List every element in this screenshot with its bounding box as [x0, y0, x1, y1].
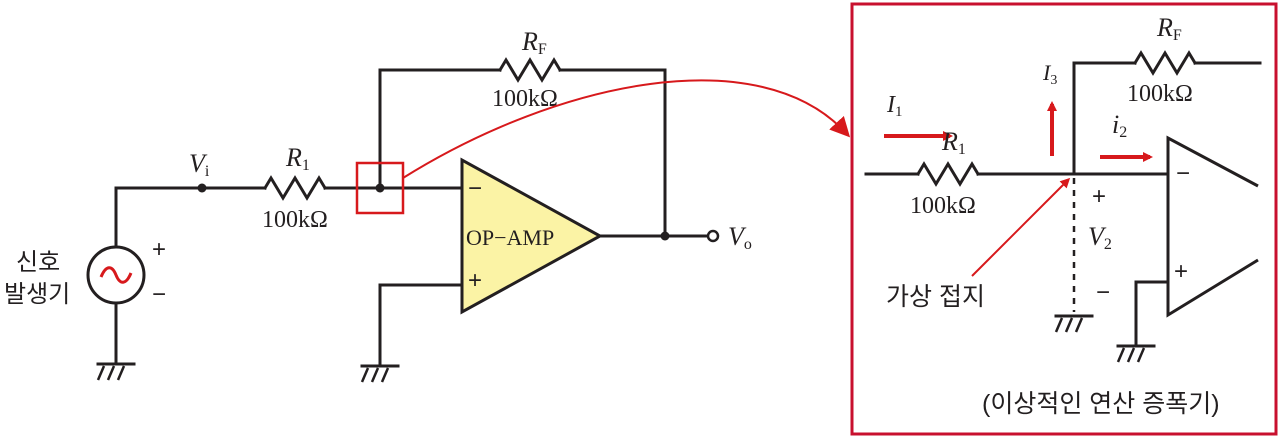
detail-panel-border [850, 2, 1278, 436]
panel-rf-value: 100kΩ [1127, 81, 1193, 107]
i1-label: I1 [886, 92, 903, 120]
zoom-highlight-box [355, 161, 405, 215]
ground-icon [360, 364, 400, 383]
panel-r1-resistor [915, 161, 981, 187]
ground-icon [1054, 314, 1094, 333]
sine-wave-icon [99, 266, 133, 284]
output-terminal [706, 229, 720, 243]
v2-label: V2 [1088, 222, 1112, 253]
output-node-dot [660, 231, 670, 241]
virtual-ground-pointer-arrow [971, 177, 1071, 277]
source-label-line2: 발생기 [4, 281, 70, 308]
r1-value: 100kΩ [262, 207, 328, 233]
detail-panel: I1 R1 100kΩ RF 100kΩ I3 i2 + V2 − [850, 2, 1278, 436]
virtual-ground-label: 가상 접지 [886, 283, 985, 311]
panel-r1-label: R1 [941, 127, 966, 158]
rf-value: 100kΩ [492, 86, 558, 112]
i2-label: i2 [1112, 110, 1127, 141]
ground-icon [96, 362, 136, 381]
opamp-triangle [460, 157, 604, 315]
vo-label: Vo [728, 222, 752, 253]
signal-generator [86, 186, 146, 381]
i3-label: I3 [1042, 60, 1057, 88]
ground-icon [1116, 344, 1156, 363]
source-plus-sign: + [152, 236, 166, 263]
opamp-label: OP−AMP [466, 225, 554, 250]
opamp-plus-sign: + [468, 267, 482, 294]
source-label-line1: 신호 [16, 249, 60, 276]
panel-caption: (이상적인 연산 증폭기) [982, 390, 1220, 418]
panel-opamp-plus-sign: + [1174, 258, 1188, 285]
source-minus-sign: − [152, 281, 166, 308]
r1-resistor [262, 175, 328, 201]
panel-rf-resistor [1132, 50, 1198, 76]
panel-rf-label: RF [1156, 13, 1182, 44]
r1-label: R1 [285, 143, 310, 174]
panel-opamp-outline [1166, 135, 1259, 318]
rf-label: RF [521, 27, 547, 58]
rf-resistor [497, 57, 563, 83]
panel-r1-value: 100kΩ [910, 193, 976, 219]
zoom-pointer-arrow [402, 79, 851, 179]
left-circuit: 신호 발생기 + − Vi R1 100kΩ RF 100kΩ − + OP−A… [4, 27, 851, 383]
opamp-minus-sign: − [468, 175, 482, 202]
vi-node-dot [197, 183, 207, 193]
panel-opamp-minus-sign: − [1176, 160, 1190, 187]
v2-plus-sign: + [1092, 183, 1106, 210]
v2-minus-sign: − [1096, 279, 1110, 306]
vi-label: Vi [189, 149, 210, 180]
